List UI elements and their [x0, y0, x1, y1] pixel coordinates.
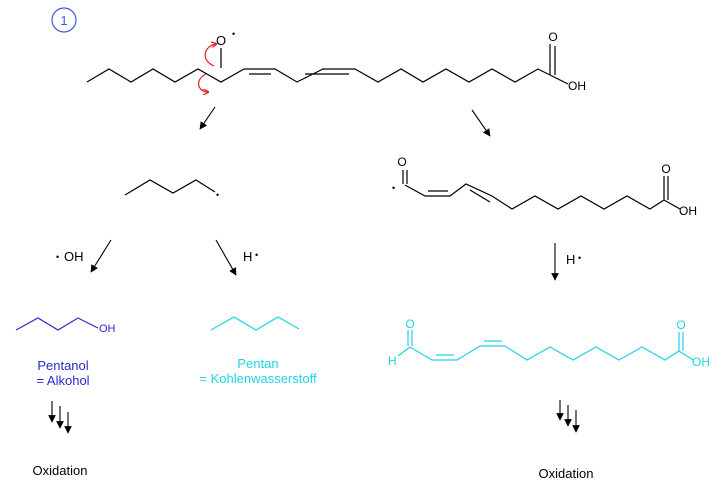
product-aldehyde-h: H	[388, 354, 397, 368]
product-aldehyde-o: O	[405, 317, 414, 331]
aldehyde-radical-acid-oh: OH	[679, 204, 697, 218]
top-oxygen-label: O	[216, 33, 226, 48]
top-cooh-c-oh	[549, 74, 569, 85]
h-radical-label-left: H	[243, 249, 252, 264]
oxidation-label-left: Oxidation	[33, 463, 88, 478]
aldehyde-radical-dot: •	[392, 183, 395, 193]
aldehyde-radical-o: O	[397, 155, 406, 169]
oh-radical-dot: •	[56, 252, 59, 262]
oh-radical-label: OH	[64, 249, 84, 264]
arrow-to-pentan	[215, 239, 237, 276]
product-acid-o: O	[676, 318, 685, 332]
oxidation-arrows-left	[48, 401, 72, 434]
aldehyde-radical	[402, 170, 681, 210]
top-acid-oh: OH	[568, 79, 586, 93]
h-radical-dot-right: •	[578, 253, 581, 263]
pentan-chain	[210, 316, 300, 331]
aldehyde-radical-acid-o: O	[661, 162, 670, 176]
pentanol-oh-label: OH	[99, 323, 116, 335]
step-badge-circle	[51, 7, 77, 33]
pentan-class: = Kohlenwasserstoff	[199, 371, 317, 386]
arrow-to-pentanol	[90, 239, 112, 273]
pentanol-class: = Alkohol	[36, 373, 89, 388]
step-badge-number: 1	[60, 13, 67, 28]
top-diene-chain	[244, 68, 551, 83]
oxidation-label-right: Oxidation	[539, 466, 594, 481]
pentyl-radical-dot: •	[216, 190, 219, 200]
top-acid-carbonyl-o: O	[548, 30, 557, 44]
aldehyde-product	[397, 330, 694, 361]
pentanol-name: Pentanol	[37, 358, 88, 373]
top-alkyl-chain	[86, 68, 245, 83]
pentanol-chain	[15, 317, 99, 331]
pentyl-radical-chain	[124, 179, 216, 196]
top-molecule	[86, 44, 569, 92]
electron-arrow-upper	[204, 44, 216, 67]
electron-arrow-lower	[198, 73, 208, 92]
product-acid-oh: OH	[692, 355, 710, 369]
oxidation-arrows-right	[556, 400, 580, 433]
top-radical-dot: •	[232, 29, 235, 39]
step-badge: 1	[51, 7, 77, 33]
h-radical-dot-left: •	[255, 250, 258, 260]
pentan-name: Pentan	[237, 356, 278, 371]
h-radical-label-right: H	[566, 252, 575, 267]
arrow-top-to-left	[199, 106, 216, 130]
arrow-top-to-right	[471, 109, 491, 137]
